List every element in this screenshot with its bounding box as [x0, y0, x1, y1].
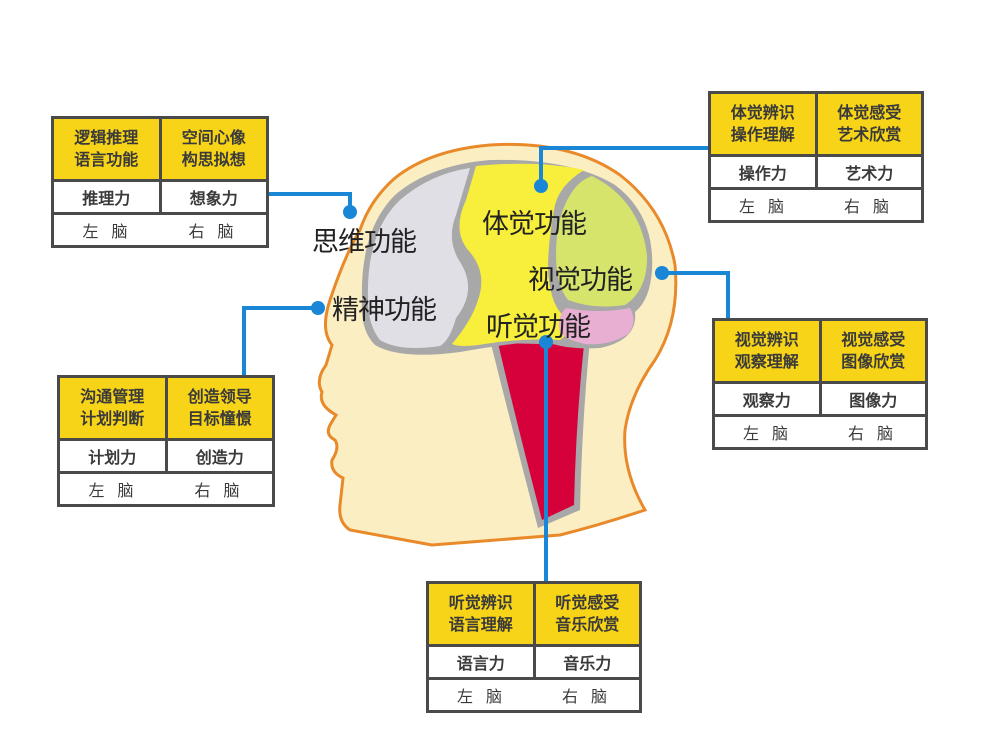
left-brain-label: 左 脑 [742, 424, 793, 443]
label-auditory: 听觉功能 [486, 312, 591, 343]
region-somatosensory-shape [452, 163, 584, 346]
region-thinking-shape [367, 168, 470, 348]
cell-right-ability: 音乐力 [532, 644, 642, 680]
connector-lines [242, 146, 730, 582]
left-brain-label: 左 脑 [82, 222, 132, 241]
cell-brain-side: 左 脑右 脑 [708, 187, 924, 223]
region-visual-shape [556, 176, 648, 307]
dot-auditory [539, 335, 553, 349]
right-brain-label: 右 脑 [843, 197, 894, 216]
cell-left-function: 逻辑推理 语言功能 [51, 116, 162, 182]
label-thinking: 思维功能 [312, 227, 417, 258]
cell-left-ability: 推理力 [51, 179, 162, 215]
dot-mental [311, 301, 325, 315]
cell-right-ability: 想象力 [158, 179, 269, 215]
right-brain-label: 右 脑 [188, 222, 238, 241]
dot-visual [655, 266, 669, 280]
table-visual: 视觉辨识 观察理解 视觉感受 图像欣赏 观察力 图像力 左 脑 右 脑 [712, 318, 928, 450]
dot-somatosensory [534, 179, 548, 193]
right-brain-label: 右 脑 [561, 687, 612, 706]
cell-right-ability: 创造力 [164, 438, 275, 474]
cell-left-ability: 语言力 [426, 644, 536, 680]
connector-dots [311, 179, 669, 349]
cell-left-function: 视觉辨识 观察理解 [712, 318, 822, 384]
cell-left-ability: 操作力 [708, 154, 818, 190]
cell-brain-side: 左 脑右 脑 [57, 471, 275, 507]
cell-right-function: 听觉感受 音乐欣赏 [532, 581, 642, 647]
cell-brain-side: 左 脑右 脑 [51, 212, 269, 248]
table-somatosensory: 体觉辨识 操作理解 体觉感受 艺术欣赏 操作力 艺术力 左 脑 右 脑 [708, 91, 924, 223]
table-mental: 沟通管理 计划判断 创造领导 目标憧憬 计划力 创造力 左 脑 右 脑 [57, 375, 275, 507]
cell-left-ability: 计划力 [57, 438, 168, 474]
region-auditory-shape [558, 308, 634, 345]
cell-right-function: 空间心像 构思拟想 [158, 116, 269, 182]
cell-left-function: 沟通管理 计划判断 [57, 375, 168, 441]
left-brain-label: 左 脑 [738, 197, 789, 216]
cell-brain-side: 左 脑右 脑 [426, 677, 642, 713]
cell-brain-side: 左 脑右 脑 [712, 414, 928, 450]
cell-right-function: 视觉感受 图像欣赏 [818, 318, 928, 384]
table-auditory: 听觉辨识 语言理解 听觉感受 音乐欣赏 语言力 音乐力 左 脑 右 脑 [426, 581, 642, 713]
cell-left-function: 体觉辨识 操作理解 [708, 91, 818, 157]
brainstem [498, 343, 584, 520]
table-thinking: 逻辑推理 语言功能 空间心像 构思拟想 推理力 想象力 左 脑 右 脑 [51, 116, 269, 248]
cell-right-function: 创造领导 目标憧憬 [164, 375, 275, 441]
cell-right-ability: 图像力 [818, 381, 928, 417]
cell-right-ability: 艺术力 [814, 154, 924, 190]
dot-thinking [343, 205, 357, 219]
label-mental: 精神功能 [332, 295, 437, 326]
cell-right-function: 体觉感受 艺术欣赏 [814, 91, 924, 157]
right-brain-label: 右 脑 [194, 481, 244, 500]
left-brain-label: 左 脑 [456, 687, 507, 706]
cell-left-ability: 观察力 [712, 381, 822, 417]
label-visual: 视觉功能 [528, 265, 633, 296]
cell-left-function: 听觉辨识 语言理解 [426, 581, 536, 647]
label-somatosensory: 体觉功能 [482, 209, 587, 240]
left-brain-label: 左 脑 [88, 481, 138, 500]
right-brain-label: 右 脑 [847, 424, 898, 443]
